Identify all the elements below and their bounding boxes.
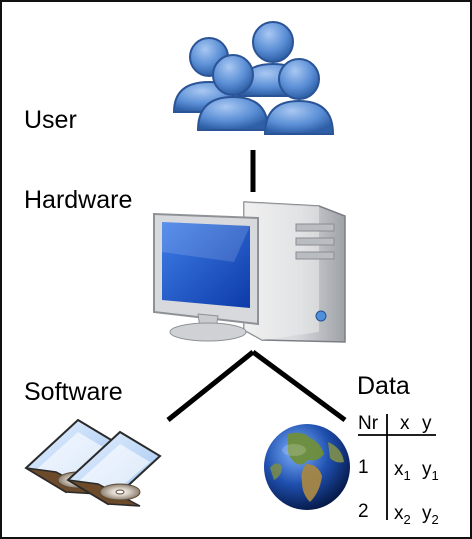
data-table-row-nr: 2: [358, 501, 369, 522]
data-table-row-nr: 1: [358, 457, 369, 478]
data-table-row-y: y2: [422, 503, 439, 526]
hardware-label: Hardware: [24, 186, 133, 214]
x-subscript: 2: [403, 512, 411, 527]
software-cd-case-icon: [24, 418, 162, 507]
data-table-header-nr: Nr: [358, 413, 379, 434]
y-symbol: y: [422, 503, 432, 524]
software-label: Software: [24, 378, 123, 406]
x-symbol: x: [394, 459, 404, 480]
y-subscript: 2: [431, 512, 439, 527]
user-label: User: [24, 106, 77, 134]
x-symbol: x: [394, 503, 404, 524]
data-label: Data: [357, 372, 410, 400]
data-table-row-y: y1: [422, 459, 439, 482]
y-symbol: y: [422, 459, 432, 480]
data-table-row-x: x1: [394, 459, 411, 482]
connector-hardware-software: [166, 350, 255, 422]
users-group-icon: [172, 21, 335, 135]
desktop-computer-icon: [153, 201, 346, 343]
x-subscript: 1: [403, 468, 411, 483]
data-table-row-x: x2: [394, 503, 411, 526]
data-table-header-y: y: [422, 413, 432, 434]
connector-hardware-data: [251, 349, 347, 423]
y-subscript: 1: [431, 468, 439, 483]
earth-globe-icon: [264, 424, 350, 510]
data-table-header-x: x: [400, 413, 410, 434]
